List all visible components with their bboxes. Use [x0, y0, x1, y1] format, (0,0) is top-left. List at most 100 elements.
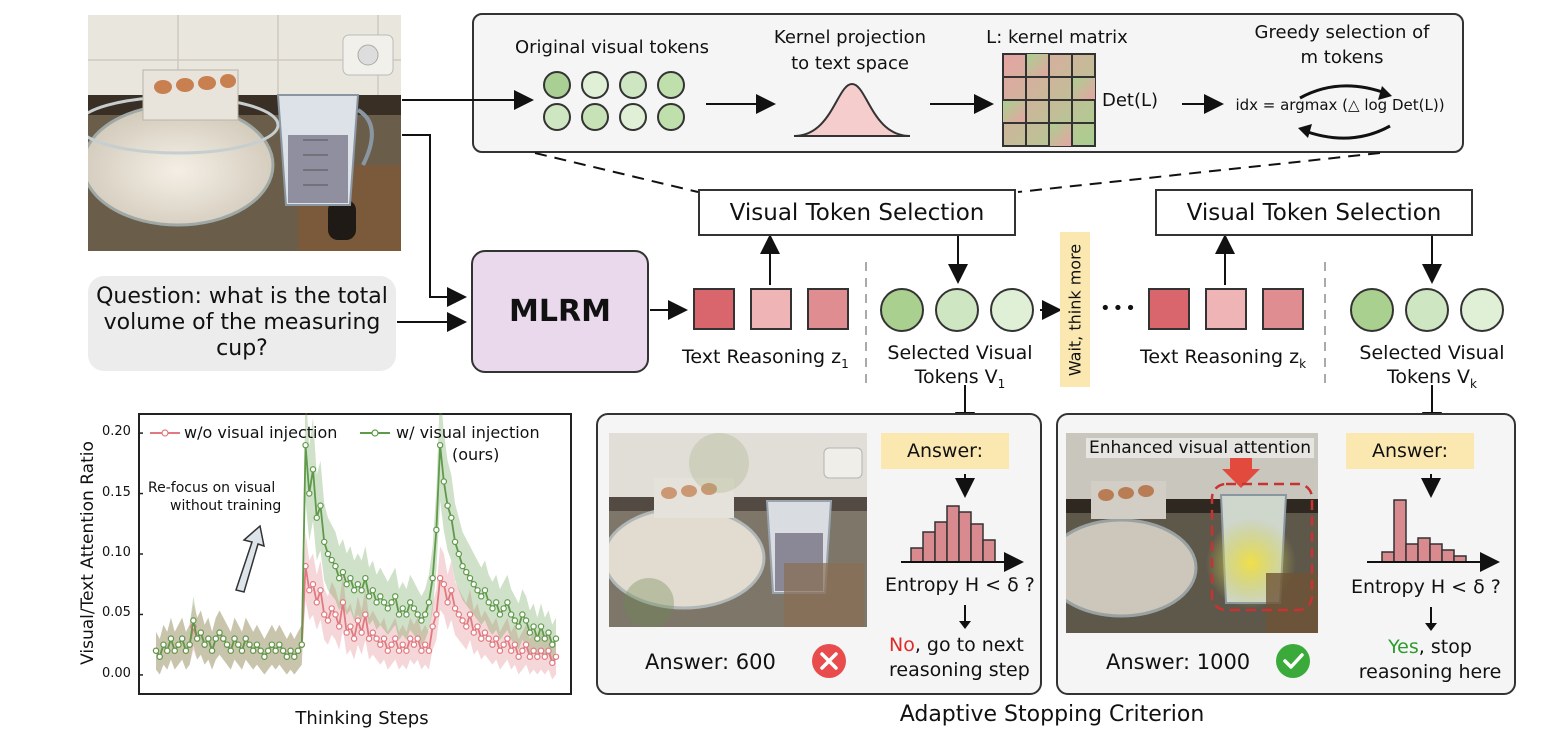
attention-ratio-chart — [138, 413, 560, 680]
data-point — [549, 659, 556, 667]
data-point — [231, 635, 238, 642]
legend-marker — [371, 429, 379, 437]
data-point — [392, 635, 399, 642]
data-point — [455, 550, 463, 558]
selected-1-main: Tokens V — [914, 366, 998, 388]
data-point — [448, 587, 455, 594]
text-token — [1148, 288, 1190, 330]
verdict-right-rest: , stop — [1418, 636, 1472, 658]
data-point — [321, 538, 328, 546]
verdict-right-line1: Yes, stop — [1388, 636, 1472, 658]
data-point — [433, 611, 440, 618]
data-point — [205, 635, 212, 642]
data-point — [306, 490, 313, 497]
data-point — [474, 623, 481, 630]
data-point — [418, 617, 425, 624]
chart-annotation-line2: without training — [170, 498, 282, 514]
greedy-label-2: m tokens — [1300, 47, 1384, 68]
chart-x-axis-label: Thinking Steps — [295, 708, 429, 729]
enhanced-focus-overlay — [1210, 458, 1314, 612]
text-token — [1262, 288, 1304, 330]
data-point — [350, 635, 358, 642]
data-point — [347, 623, 354, 630]
data-point — [500, 641, 507, 648]
data-point — [313, 599, 320, 606]
verdict-right-line2: reasoning here — [1358, 661, 1502, 683]
data-point — [321, 611, 328, 618]
data-point — [246, 641, 253, 648]
histogram-left — [901, 474, 1024, 572]
data-point — [197, 629, 205, 636]
data-point — [530, 647, 537, 654]
visual-token — [1460, 288, 1504, 332]
data-point — [261, 653, 268, 660]
data-point — [541, 635, 548, 642]
data-point — [522, 617, 530, 624]
selected-k-main: Tokens V — [1387, 366, 1471, 388]
visual-token-selection-box-1: Visual Token Selection — [698, 189, 1016, 236]
text-token — [750, 288, 792, 330]
data-point — [511, 641, 519, 648]
y-tick-label: 0.00 — [102, 665, 131, 681]
data-point — [481, 587, 489, 594]
chart-y-axis-label: Visual/Text Attention Ratio — [78, 441, 98, 665]
data-point — [425, 599, 433, 606]
data-point — [201, 641, 208, 648]
input-photo — [88, 15, 401, 251]
data-point — [466, 574, 474, 582]
data-point — [444, 599, 451, 606]
data-point — [399, 641, 406, 648]
selected-k-line1: Selected Visual — [1359, 342, 1505, 364]
data-point — [365, 593, 373, 600]
data-point — [358, 629, 365, 636]
data-point — [332, 562, 339, 570]
data-point — [253, 641, 261, 648]
wrong-icon — [812, 644, 846, 678]
data-point — [294, 647, 302, 654]
verdict-left-line2: reasoning step — [889, 659, 1030, 681]
text-reasoning-k-sub: k — [1299, 356, 1307, 371]
data-point — [507, 647, 515, 654]
data-point — [489, 605, 496, 612]
data-point — [190, 617, 197, 624]
data-point — [324, 550, 332, 558]
data-point — [339, 568, 347, 576]
data-point — [455, 611, 463, 618]
bottom-caption: Adaptive Stopping Criterion — [899, 702, 1205, 727]
data-point — [156, 653, 163, 660]
data-point — [526, 653, 534, 660]
vts-label-1: Visual Token Selection — [729, 199, 985, 226]
data-point — [171, 647, 178, 654]
ellipsis: ••• — [1100, 298, 1138, 319]
visual-token — [1350, 288, 1394, 332]
data-point — [343, 629, 350, 636]
data-point — [373, 635, 380, 642]
data-point — [537, 647, 545, 654]
data-point — [425, 647, 433, 654]
data-point — [545, 629, 552, 636]
arrow-down-left — [959, 605, 971, 629]
data-point — [511, 617, 519, 624]
data-point — [268, 641, 276, 648]
data-point — [227, 647, 234, 654]
data-point — [481, 629, 489, 636]
data-point — [167, 635, 175, 642]
data-point — [160, 641, 167, 648]
data-point — [377, 593, 384, 600]
histogram-right — [1367, 474, 1500, 572]
data-point — [470, 581, 477, 588]
data-point — [407, 635, 414, 642]
data-point — [418, 647, 425, 654]
data-point — [421, 641, 429, 648]
text-token — [807, 288, 849, 330]
data-point — [216, 629, 223, 636]
data-point — [335, 623, 343, 630]
data-point — [436, 441, 444, 449]
data-point — [429, 623, 436, 630]
answer-tag-right: Answer: — [1346, 433, 1474, 469]
original-token-grid — [543, 71, 685, 131]
data-point — [317, 502, 324, 509]
argmax-formula: idx = argmax (△ log Det(L)) — [1235, 96, 1445, 114]
text-reasoning-1-sub: 1 — [841, 356, 849, 371]
data-point — [249, 647, 257, 654]
